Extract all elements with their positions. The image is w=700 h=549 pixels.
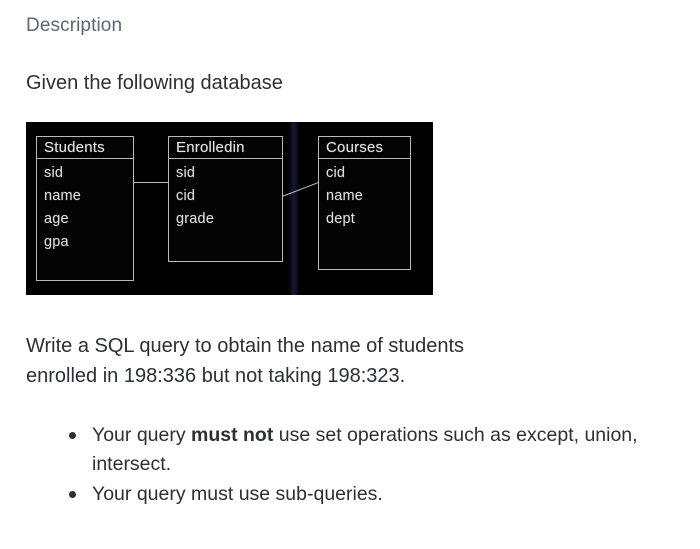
bullet-icon <box>69 432 76 439</box>
field-name: name <box>326 188 364 204</box>
task-statement: Write a SQL query to obtain the name of … <box>26 331 626 391</box>
table-enrolledin-header: Enrolledin <box>169 137 282 159</box>
page-title: Description <box>26 15 123 36</box>
table-enrolledin-fields: sid cid grade <box>169 159 282 231</box>
field-sid: sid <box>176 165 196 181</box>
relationship-line-students-enrolledin <box>134 182 168 183</box>
requirement-line2: except, union, intersect. <box>92 424 638 475</box>
table-students-header: Students <box>37 137 133 159</box>
field-sid: sid <box>44 165 64 181</box>
database-schema-image: Students sid name age gpa Enrolledin sid… <box>26 122 433 295</box>
table-courses-header: Courses <box>319 137 410 159</box>
table-enrolledin: Enrolledin sid cid grade <box>168 136 283 262</box>
requirement-suffix: use set operations such as <box>273 424 511 446</box>
bullet-icon <box>69 491 76 498</box>
intro-text: Given the following database <box>26 72 283 94</box>
task-statement-line2: enrolled in 198:336 but not taking 198:3… <box>26 365 406 387</box>
field-grade: grade <box>176 211 215 227</box>
requirement-prefix: Your query <box>92 424 192 446</box>
field-dept: dept <box>326 211 356 227</box>
requirement-prefix: Your query must use sub-queries. <box>92 483 383 505</box>
table-students-title: Students <box>44 139 105 156</box>
relationship-line-enrolledin-courses <box>281 181 321 197</box>
field-name: name <box>44 188 82 204</box>
field-gpa: gpa <box>44 234 69 250</box>
table-courses-title: Courses <box>326 139 384 156</box>
field-cid: cid <box>176 188 196 204</box>
table-students-fields: sid name age gpa <box>37 159 133 254</box>
table-students: Students sid name age gpa <box>36 136 134 281</box>
list-item: Your query must not use set operations s… <box>68 421 668 479</box>
image-artifact-band <box>288 122 300 295</box>
requirement-emphasis: must not <box>191 424 274 446</box>
table-courses-fields: cid name dept <box>319 159 410 231</box>
field-age: age <box>44 211 69 227</box>
table-courses: Courses cid name dept <box>318 136 411 270</box>
list-item: Your query must use sub-queries. <box>68 480 668 509</box>
requirements-list: Your query must not use set operations s… <box>68 421 668 510</box>
field-cid: cid <box>326 165 346 181</box>
task-statement-line1: Write a SQL query to obtain the name of … <box>26 335 465 357</box>
table-enrolledin-title: Enrolledin <box>176 139 245 156</box>
